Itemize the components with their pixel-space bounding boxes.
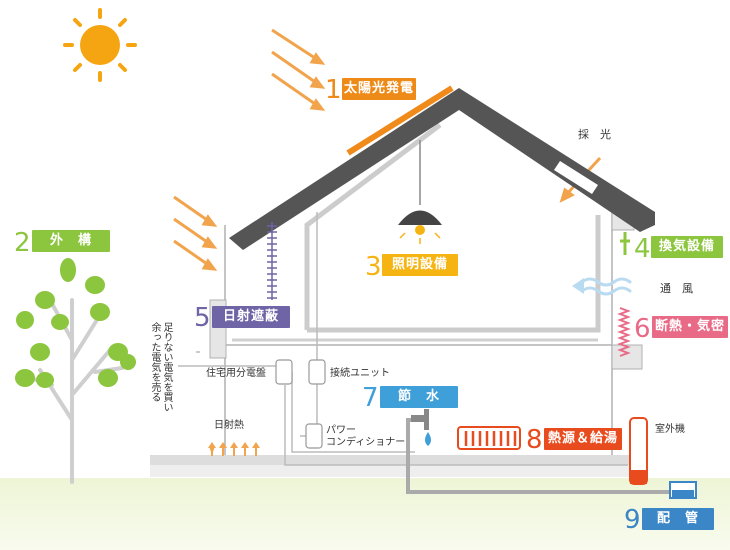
solar-heat-arrows bbox=[208, 442, 260, 456]
label-7-water-saving: 節 水 bbox=[380, 386, 458, 408]
power-conditioner-label-2: コンディショナー bbox=[326, 437, 406, 448]
breaker-panel-label: 住宅用分電盤 bbox=[206, 368, 266, 379]
label-9-number: 9 bbox=[624, 505, 641, 535]
label-6-insulation: 断熱・気密 bbox=[652, 316, 728, 338]
ventilation-fan-icon bbox=[620, 232, 630, 255]
label-8-heat-source: 熱源＆給湯 bbox=[544, 428, 622, 450]
floor-slab bbox=[150, 455, 630, 465]
label-1-solar: 太陽光発電 bbox=[342, 78, 416, 100]
light-icon bbox=[398, 140, 442, 244]
water-drop-icon bbox=[425, 432, 431, 446]
label-3-number: 3 bbox=[365, 252, 382, 282]
label-3-lighting: 照明設備 bbox=[382, 254, 458, 276]
shading-louver bbox=[267, 222, 277, 300]
label-4-number: 4 bbox=[634, 234, 651, 264]
insulation-zigzag bbox=[617, 307, 631, 357]
junction-unit-label: 接続ユニット bbox=[330, 368, 390, 379]
label-8-number: 8 bbox=[526, 425, 543, 455]
tree-icon bbox=[15, 258, 136, 484]
power-conditioner-label-1: パワー bbox=[326, 425, 356, 436]
label-1-number: 1 bbox=[325, 75, 342, 105]
wind-icon bbox=[572, 277, 632, 296]
wiring bbox=[178, 212, 628, 466]
ventilation-label: 通 風 bbox=[660, 282, 693, 295]
label-2-number: 2 bbox=[14, 228, 31, 258]
label-6-number: 6 bbox=[634, 314, 651, 344]
daylight-label: 採 光 bbox=[578, 128, 611, 141]
sun-ray-arrows bbox=[173, 28, 602, 271]
sun-icon bbox=[63, 8, 137, 82]
skylight bbox=[554, 161, 598, 194]
sell-power-label: 余った電気を売る bbox=[149, 322, 160, 402]
label-9-piping: 配 管 bbox=[642, 508, 714, 530]
label-4-ventilation: 換気設備 bbox=[651, 236, 723, 258]
label-2-exterior: 外 構 bbox=[32, 230, 110, 252]
outdoor-unit-label: 室外機 bbox=[655, 424, 685, 435]
faucet-icon bbox=[406, 409, 670, 494]
heater-icon bbox=[457, 426, 521, 450]
label-5-shading: 日射遮蔽 bbox=[212, 306, 290, 328]
outdoor-unit bbox=[629, 417, 648, 485]
breaker-icon bbox=[275, 359, 326, 449]
label-5-number: 5 bbox=[194, 303, 211, 333]
solar-heat-label: 日射熱 bbox=[214, 420, 244, 431]
drain-box bbox=[669, 481, 697, 499]
ground bbox=[0, 478, 730, 550]
label-7-number: 7 bbox=[362, 383, 379, 413]
buy-power-label: 足りない電気を買い bbox=[161, 322, 172, 412]
solar-panel bbox=[346, 85, 454, 156]
insulation-lines bbox=[304, 123, 601, 333]
